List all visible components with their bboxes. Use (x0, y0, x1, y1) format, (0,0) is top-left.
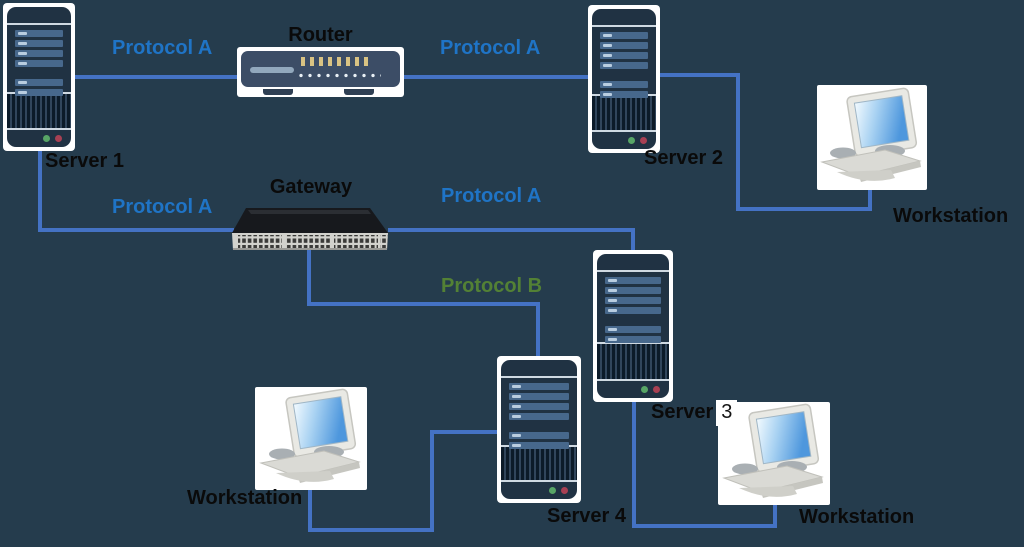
connection-segment (307, 302, 540, 306)
workstation-bottom-left-label: Workstation (187, 487, 303, 509)
server-vent (597, 342, 669, 379)
router-port-leds (301, 57, 373, 66)
connection-segment (75, 75, 239, 79)
server-footer (597, 379, 669, 398)
connection-segment (430, 430, 498, 434)
red-led-icon (640, 137, 647, 144)
router-chassis (241, 51, 400, 87)
connection-segment (658, 73, 740, 77)
server-vent (501, 444, 577, 480)
connection-segment (308, 528, 434, 532)
server4-icon (497, 356, 581, 503)
server-drive-bays (501, 378, 577, 449)
connection-segment (632, 524, 777, 528)
router-icon (237, 47, 404, 97)
connection-segment (388, 228, 635, 232)
connection-segment (308, 488, 312, 532)
server-footer (501, 480, 577, 499)
server-top-cap (7, 7, 71, 25)
connection-segment (632, 400, 636, 528)
switch-icon (232, 208, 388, 250)
server-vent (592, 94, 656, 130)
workstation-right-label: Workstation (893, 205, 1009, 227)
server1-label: Server 1 (45, 150, 124, 172)
workstation-right-icon (817, 85, 927, 190)
workstation-icon (722, 403, 824, 498)
server-drive-bays (597, 272, 669, 343)
protocol-a-label: Protocol A (112, 37, 213, 59)
server3-icon (593, 250, 673, 402)
connection-segment (430, 430, 434, 532)
green-led-icon (628, 137, 635, 144)
router-label: Router (288, 24, 353, 46)
server2-label: Server 2 (644, 147, 723, 169)
server-drive-bays (592, 27, 656, 98)
server-tower (7, 7, 71, 147)
server3-label-text: Server (651, 401, 714, 423)
workstation-icon (820, 87, 922, 182)
server2-icon (588, 5, 660, 153)
router-foot (263, 89, 293, 95)
router-slot (250, 67, 294, 73)
connection-segment (868, 186, 872, 211)
red-led-icon (561, 487, 568, 494)
protocol-a-label: Protocol A (441, 185, 542, 207)
router-status-lights (299, 73, 381, 78)
green-led-icon (549, 487, 556, 494)
green-led-icon (43, 135, 50, 142)
connection-segment (536, 302, 540, 358)
server-tower (501, 360, 577, 499)
server-tower (592, 9, 656, 149)
server-footer (592, 130, 656, 149)
red-led-icon (55, 135, 62, 142)
connection-segment (736, 73, 740, 211)
connection-segment (38, 149, 42, 232)
server-footer (7, 128, 71, 147)
connection-segment (307, 250, 311, 306)
server-tower (597, 254, 669, 398)
protocol-a-label: Protocol A (440, 37, 541, 59)
connection-segment (631, 228, 635, 252)
protocol-a-label: Protocol A (112, 196, 213, 218)
gateway-icon (230, 205, 392, 253)
gateway-label: Gateway (269, 176, 353, 198)
server-vent (7, 92, 71, 128)
connection-segment (736, 207, 872, 211)
connection-segment (402, 75, 590, 79)
server3-label-number: 3 (716, 400, 738, 426)
workstation-icon (259, 388, 361, 483)
server-top-cap (501, 360, 577, 378)
workstation-bottom-left-icon (255, 387, 367, 490)
server4-label: Server 4 (547, 505, 626, 527)
server-top-cap (592, 9, 656, 27)
protocol-b-label: Protocol B (441, 275, 543, 297)
server1-icon (3, 3, 75, 151)
server-top-cap (597, 254, 669, 272)
workstation-bottom-right-icon (718, 402, 830, 505)
connection-segment (38, 228, 234, 232)
red-led-icon (653, 386, 660, 393)
workstation-bottom-right-label: Workstation (799, 506, 915, 528)
connection-segment (773, 503, 777, 528)
router-foot (344, 89, 374, 95)
server-drive-bays (7, 25, 71, 96)
green-led-icon (641, 386, 648, 393)
